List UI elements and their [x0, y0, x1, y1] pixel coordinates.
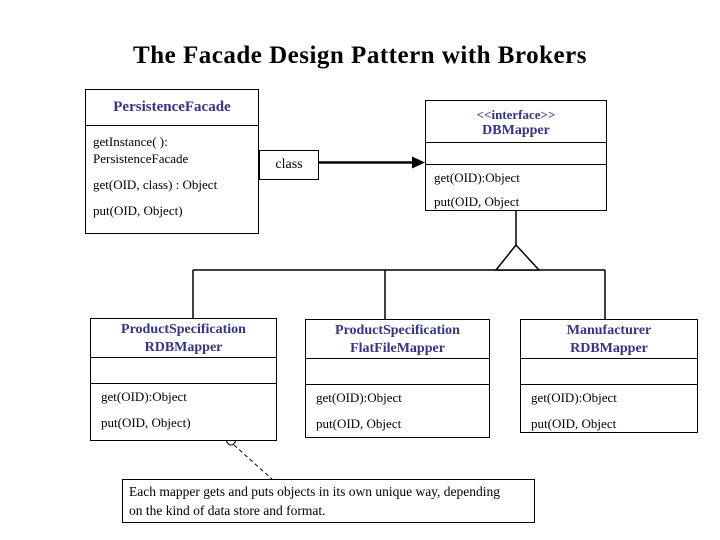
attributes-compartment: [521, 359, 697, 385]
class-name-line: RDBMapper: [144, 339, 223, 355]
attributes-compartment: [306, 359, 489, 385]
method-line: put(OID, Object: [434, 194, 520, 209]
class-box-productspecification-rdbmapper: ProductSpecification RDBMapper get(OID):…: [90, 318, 277, 441]
class-methods-dbmapper: get(OID):Object put(OID, Object: [426, 165, 606, 210]
class-name-persistence-facade: PersistenceFacade: [86, 90, 258, 126]
slide-title: The Facade Design Pattern with Brokers: [133, 42, 587, 69]
note-dashed-link: [233, 444, 274, 481]
method-line: put(OID, Object: [316, 416, 402, 431]
attributes-compartment: [426, 143, 606, 165]
class-name-line: RDBMapper: [570, 340, 648, 356]
class-name-line: ProductSpecification: [121, 321, 246, 337]
method-line: get(OID):Object: [531, 390, 617, 405]
class-name-line: ProductSpecification: [335, 322, 460, 338]
note-box: Each mapper gets and puts objects in its…: [122, 479, 535, 523]
class-methods: get(OID):Object put(OID, Object: [521, 385, 697, 432]
class-header: ProductSpecification FlatFileMapper: [306, 320, 489, 359]
attributes-compartment: [91, 358, 276, 384]
class-box-persistence-facade: PersistenceFacade getInstance( ): Persis…: [85, 89, 259, 234]
method-line: put(OID, Object): [101, 415, 191, 430]
method-line: getInstance( ):: [93, 134, 168, 149]
interface-stereotype: <<interface>>: [476, 106, 556, 122]
method-line: get(OID):Object: [101, 389, 187, 404]
association-arrowhead-icon: [412, 156, 425, 169]
class-name-line: FlatFileMapper: [350, 340, 445, 356]
method-line: PersistenceFacade: [93, 151, 189, 166]
class-methods: get(OID):Object put(OID, Object): [91, 384, 276, 431]
class-header-dbmapper: <<interface>> DBMapper: [426, 101, 606, 143]
class-header: Manufacturer RDBMapper: [521, 320, 697, 359]
method-line: get(OID):Object: [316, 390, 402, 405]
method-line: get(OID, class) : Object: [93, 177, 218, 192]
class-name-dbmapper: DBMapper: [482, 122, 550, 138]
class-header: ProductSpecification RDBMapper: [91, 319, 276, 358]
class-methods-persistence-facade: getInstance( ): PersistenceFacade get(OI…: [86, 126, 258, 219]
class-name-line: Manufacturer: [566, 322, 652, 338]
note-text-line: Each mapper gets and puts objects in its…: [129, 484, 501, 499]
method-line: put(OID, Object: [531, 416, 617, 431]
class-methods: get(OID):Object put(OID, Object: [306, 385, 489, 432]
association-label: class: [275, 157, 303, 172]
class-box-dbmapper: <<interface>> DBMapper get(OID):Object p…: [425, 100, 607, 211]
class-box-productspecification-flatfilemapper: ProductSpecification FlatFileMapper get(…: [305, 319, 490, 438]
method-line: put(OID, Object): [93, 203, 183, 218]
note-text-line: on the kind of data store and format.: [129, 503, 326, 518]
association-label-box: class: [259, 150, 319, 180]
class-box-manufacturer-rdbmapper: Manufacturer RDBMapper get(OID):Object p…: [520, 319, 698, 433]
method-line: get(OID):Object: [434, 170, 520, 185]
generalization-triangle-icon: [494, 243, 541, 271]
